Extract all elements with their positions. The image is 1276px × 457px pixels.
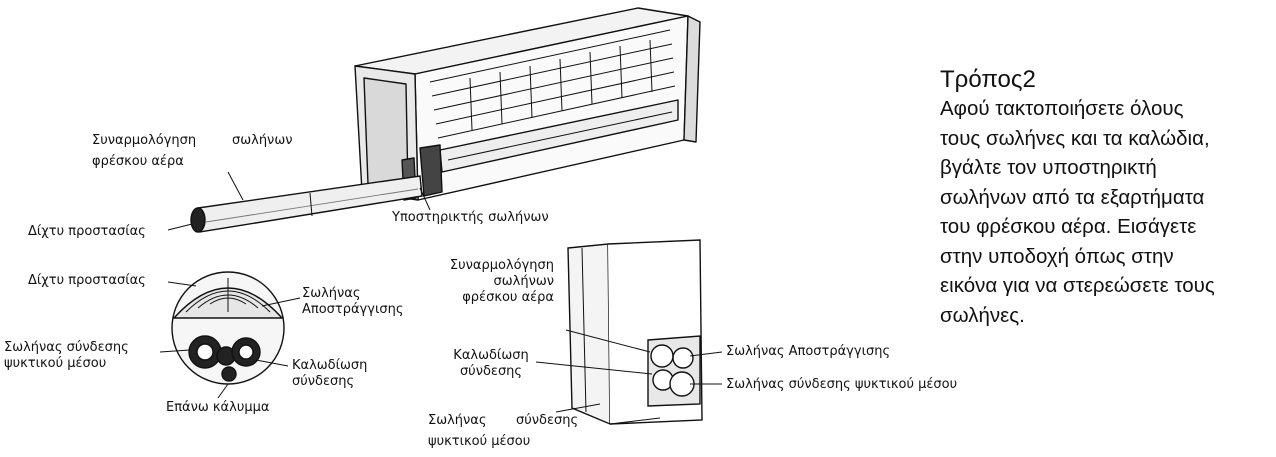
label-refrigerant-pipe-section: Σωλήνας σύνδεσης ψυκτικού μέσου [4, 340, 129, 372]
label-fresh-air-assembly: Συναρμολόγηση [92, 133, 197, 148]
method-line: σωλήνων από τα εξαρτήματα [940, 185, 1205, 209]
method-line: εικόνα για να στερεώσετε τους [940, 274, 1215, 297]
label-wiring-side: Καλωδίωση σύνδεσης [446, 348, 536, 380]
label-refrigerant-pipe-line1: Σωλήνας σύνδεσης [4, 340, 129, 355]
label-refrigerant-bottom-line2: ψυκτικού μέσου [428, 434, 531, 449]
side-view-detail [567, 239, 703, 426]
method-line: του φρέσκου αέρα. Εισάγετε [940, 215, 1197, 238]
method-line: Αφού τακτοποιήσετε όλους [940, 97, 1184, 120]
side-leader-lines [535, 329, 723, 413]
label-assembly-side: Συναρμολόγηση σωλήνων φρέσκου αέρα [420, 258, 554, 306]
method-instructions: Τρόπος2 Αφού τακτοποιήσετε όλους τους σω… [940, 66, 1270, 330]
main-leader-lines [167, 171, 431, 231]
method-title: Τρόπος2 [940, 66, 1036, 93]
label-drain-pipe-side: Σωλήνας Αποστράγγισης [726, 344, 891, 359]
method-line: βγάλτε τον υποστηρικτή [940, 156, 1157, 179]
fresh-air-tube [190, 175, 423, 233]
label-protection-net-section: Δίχτυ προστασίας [28, 273, 146, 288]
label-fresh-air-assembly-pipes: σωλήνων [232, 133, 293, 148]
method-line: σωλήνες. [940, 303, 1025, 327]
label-refrigerant-bottom-line1a: Σωλήνας [428, 413, 487, 428]
label-wiring-line2: σύνδεσης [292, 374, 355, 389]
pipe-section-detail [171, 271, 285, 385]
method-line: στην υποδοχή όπως στην [940, 244, 1174, 268]
label-fresh-air-assembly-line2: φρέσκου αέρα [92, 154, 184, 169]
label-refrigerant-pipe-side: Σωλήνας σύνδεσης ψυκτικού μέσου [726, 377, 958, 392]
label-drain-pipe-line1: Σωλήνας [302, 286, 361, 301]
label-assembly-side-line1: Συναρμολόγηση [449, 258, 554, 273]
label-wiring-section: Καλωδίωση σύνδεσης [292, 358, 367, 390]
section-leader-lines [159, 281, 301, 399]
label-wiring-side-line1: Καλωδίωση [453, 348, 529, 363]
label-protection-net-main: Δίχτυ προστασίας [28, 224, 146, 239]
label-refrigerant-pipe-line2: ψυκτικού μέσου [4, 356, 107, 371]
label-assembly-side-line3: φρέσκου αέρα [462, 290, 554, 305]
label-pipe-support: Υποστηρικτής σωλήνων [392, 210, 549, 225]
label-refrigerant-bottom-line1b: σύνδεσης [516, 413, 579, 428]
method-line: τους σωλήνες και τα καλώδια, [940, 126, 1210, 150]
label-drain-pipe-section: Σωλήνας Αποστράγγισης [302, 286, 412, 318]
label-top-cover: Επάνω κάλυμμα [166, 400, 270, 415]
label-assembly-side-line2: σωλήνων [493, 274, 554, 289]
label-wiring-side-line2: σύνδεσης [459, 364, 523, 379]
label-wiring-line1: Καλωδίωση [292, 358, 368, 373]
label-drain-pipe-line2: Αποστράγγισης [302, 302, 404, 317]
indoor-unit-illustration [354, 7, 701, 201]
